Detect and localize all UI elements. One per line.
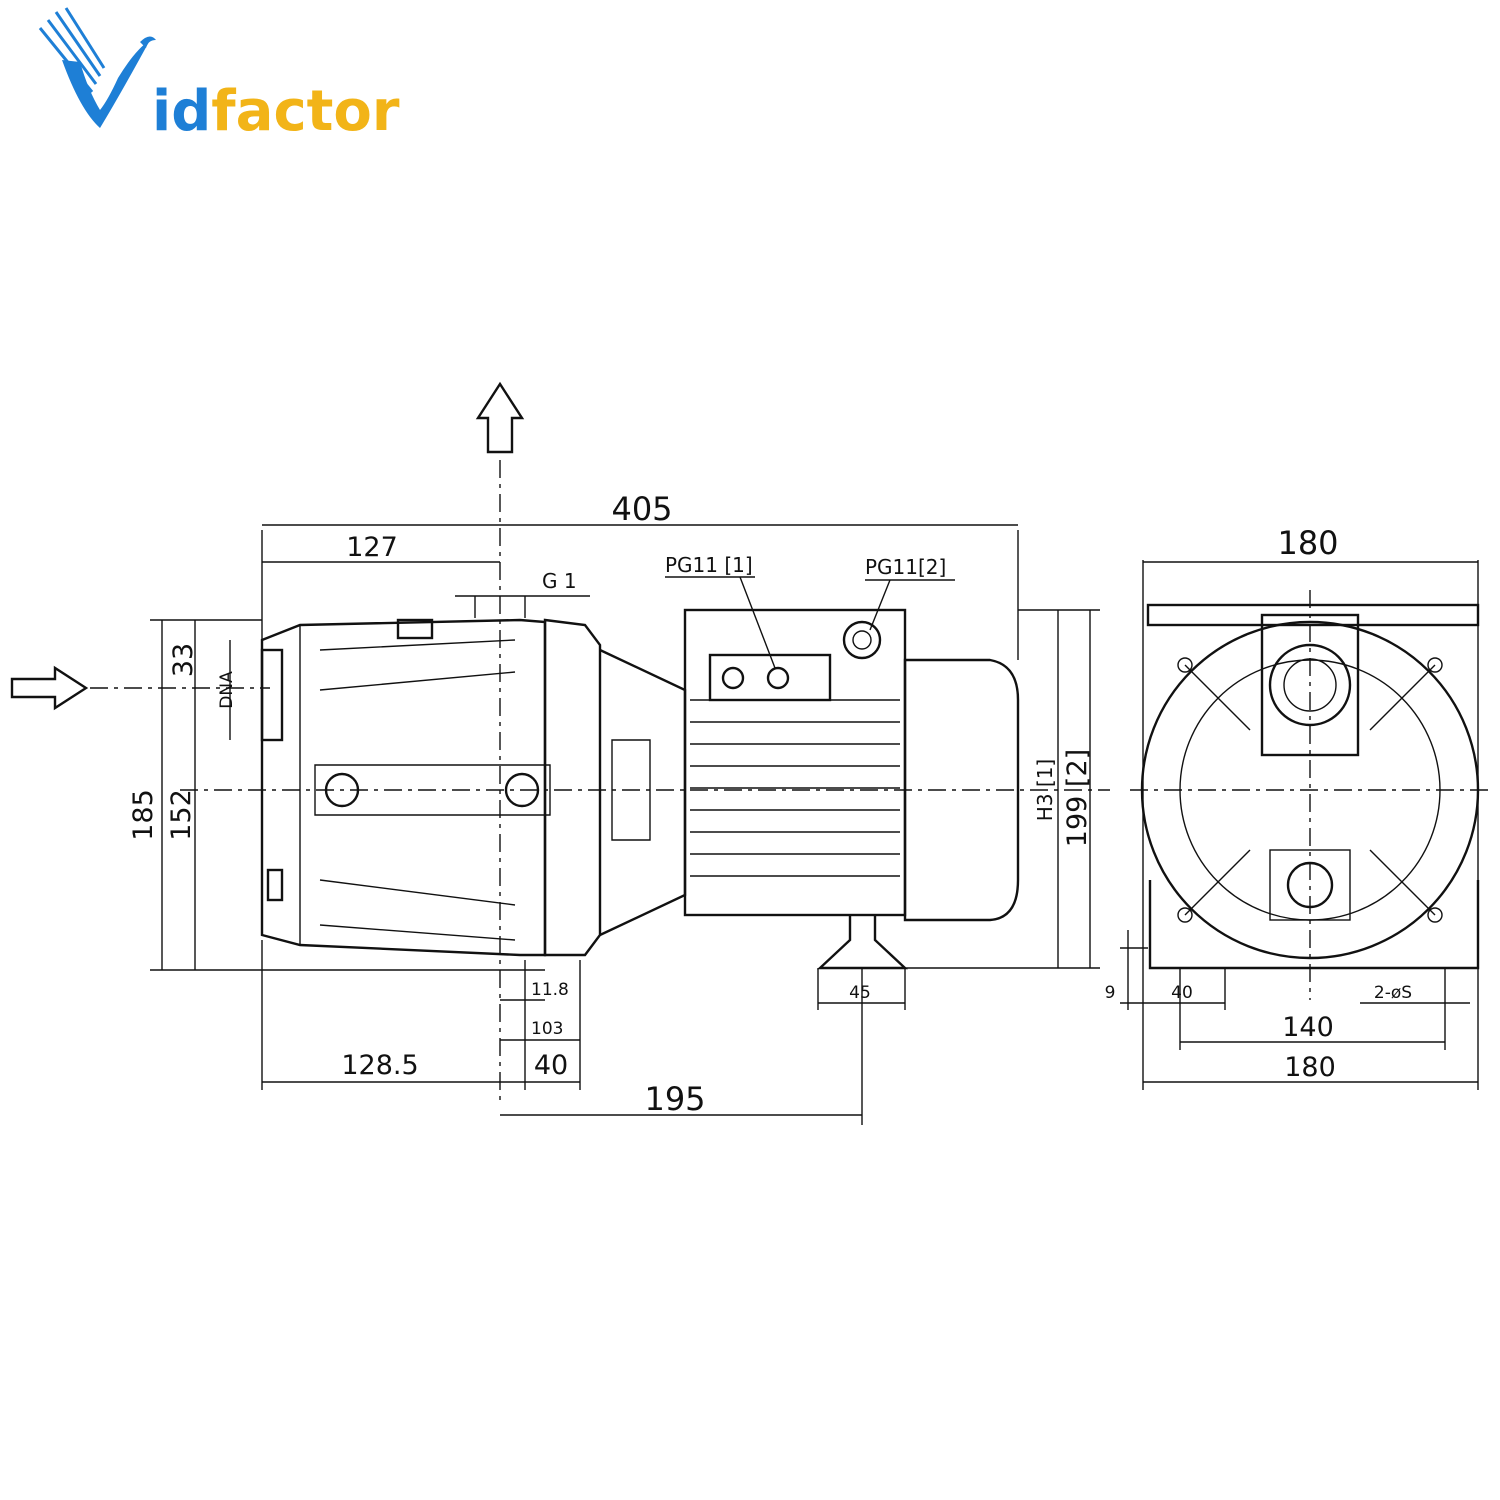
g1-boss [396, 618, 434, 640]
dim-40-right: 40 [1171, 983, 1193, 1003]
dim-127: 127 [346, 532, 398, 563]
front-view [1120, 560, 1490, 1090]
adapter-flange [543, 618, 602, 957]
dim-45: 45 [849, 983, 871, 1003]
front-outlet-neck [1260, 613, 1360, 757]
bolt-hole-left [324, 772, 360, 808]
dim-199: 199 [2] [1062, 749, 1093, 847]
dim-180-bottom: 180 [1284, 1052, 1336, 1083]
side-view [10, 381, 1110, 1125]
bolt-hole-right [504, 772, 540, 808]
dim-128-5: 128.5 [341, 1050, 418, 1081]
svg-text:idfactor: idfactor [152, 79, 400, 144]
dimension-lines-side [150, 524, 1100, 1125]
dim-33: 33 [168, 643, 199, 677]
dim-195: 195 [644, 1080, 705, 1118]
front-inlet-bore [1286, 861, 1334, 909]
dim-152: 152 [166, 789, 197, 841]
label-pg11-1: PG11 [1] [665, 553, 753, 577]
fan-cover [903, 658, 1020, 922]
dimension-labels: 405 127 180 G 1 PG11 [1] PG11[2] 33 DNA … [128, 490, 1412, 1118]
dim-9: 9 [1105, 983, 1116, 1003]
logo-text-i: i [152, 79, 171, 144]
motor-fins [690, 699, 900, 877]
pump-housing [260, 618, 547, 957]
front-outlet-bore [1268, 643, 1352, 727]
dim-180-top: 180 [1277, 524, 1338, 562]
label-dna: DNA [217, 671, 237, 709]
front-base [1148, 880, 1480, 970]
dim-103: 103 [531, 1019, 563, 1039]
cable-gland [842, 620, 882, 660]
motor-foot [816, 915, 909, 970]
terminal-box [708, 653, 832, 702]
dim-140: 140 [1282, 1012, 1334, 1043]
label-h3: H3 [1] [1033, 759, 1057, 821]
dim-405: 405 [611, 490, 672, 528]
logo-bird-icon [38, 7, 156, 128]
right-arrow-icon [10, 665, 89, 711]
label-g1: G 1 [542, 569, 577, 593]
dim-40-left: 40 [534, 1050, 568, 1081]
logo: idfactor idfactor [38, 7, 400, 144]
dim-185: 185 [128, 789, 159, 841]
label-pg11-2: PG11[2] [865, 555, 946, 579]
dim-11-8: 11.8 [531, 980, 569, 1000]
dimension-lines-front [1120, 560, 1479, 1090]
up-arrow-icon [475, 381, 525, 454]
dim-2-s: 2-øS [1374, 983, 1412, 1003]
